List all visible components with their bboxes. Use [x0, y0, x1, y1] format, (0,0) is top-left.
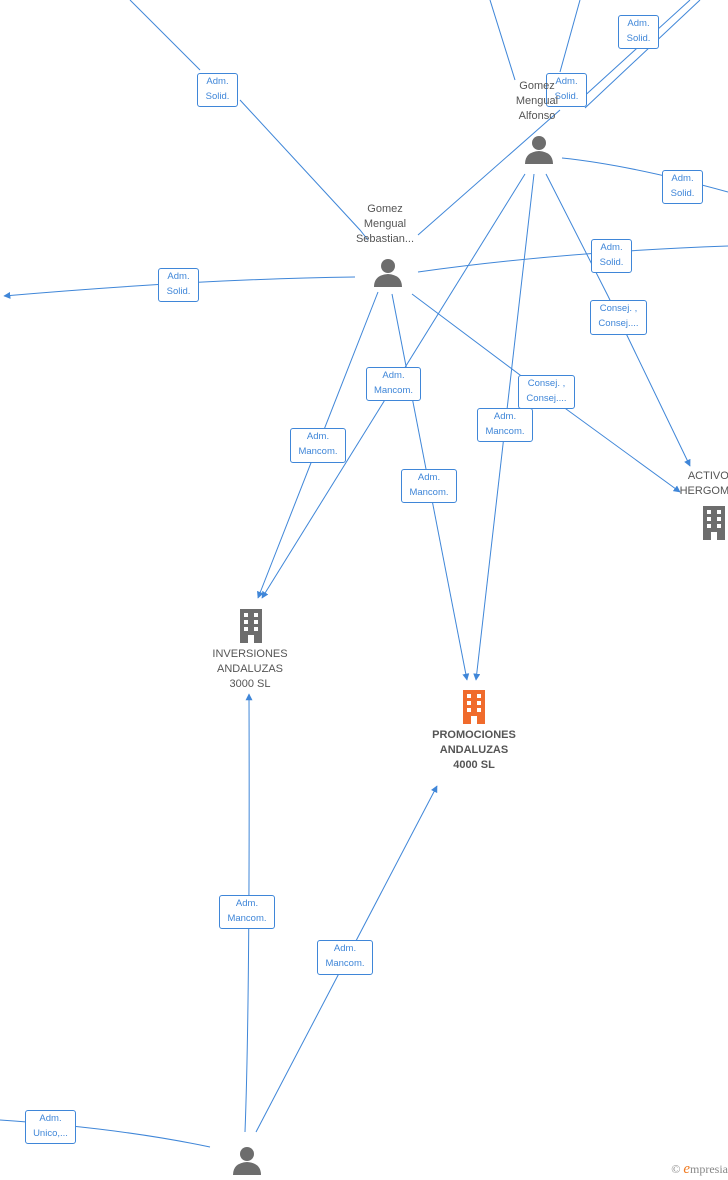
edge-label-adm-solid[interactable]: Adm.Solid.	[591, 239, 632, 273]
person-icon[interactable]	[232, 1145, 262, 1175]
person-icon[interactable]	[524, 134, 554, 164]
edge-label-adm-mancom[interactable]: Adm.Mancom.	[317, 940, 373, 975]
edge-label-adm-mancom[interactable]: Adm.Mancom.	[401, 469, 457, 503]
edge-label-consej[interactable]: Consej. ,Consej....	[518, 375, 575, 409]
edge-line	[239, 99, 369, 241]
building-icon-highlighted[interactable]	[460, 688, 488, 724]
edge-label-adm-mancom[interactable]: Adm.Mancom.	[219, 895, 275, 929]
edge-line	[244, 693, 253, 1133]
edge-line	[561, 157, 728, 193]
edge-line	[559, 0, 581, 73]
edge-label-consej[interactable]: Consej. ,Consej....	[590, 300, 647, 335]
edge-line	[584, 0, 701, 109]
edge-line	[579, 0, 691, 101]
building-icon[interactable]	[237, 607, 265, 643]
node-label-alfonso: Gomez Mengual Alfonso	[515, 80, 559, 122]
edge-label-adm-mancom[interactable]: Adm.Mancom.	[477, 408, 533, 442]
edge-label-adm-solid[interactable]: Adm.Solid.	[618, 15, 659, 49]
edge-label-adm-solid[interactable]: Adm.Solid.	[546, 73, 587, 107]
node-label-promociones: PROMOCIONES ANDALUZAS 4000 SL	[432, 729, 516, 771]
edge-line	[417, 109, 561, 236]
node-label-sebastian: Gomez Mengual Sebastian...	[355, 203, 415, 245]
edge-line	[489, 0, 516, 81]
edge-label-adm-unico[interactable]: Adm.Unico,...	[25, 1110, 76, 1144]
person-icon[interactable]	[373, 257, 403, 287]
edge-line	[545, 173, 691, 467]
edge-line	[417, 245, 728, 273]
building-icon[interactable]	[700, 504, 728, 540]
node-label-activos: ACTIVOS HERGOMEN	[679, 470, 728, 497]
edge-label-adm-solid[interactable]: Adm.Solid.	[197, 73, 238, 107]
edge-label-adm-solid[interactable]: Adm.Solid.	[158, 268, 199, 302]
node-label-inversiones: INVERSIONES ANDALUZAS 3000 SL	[212, 648, 288, 690]
edge-label-adm-mancom[interactable]: Adm.Mancom.	[366, 367, 421, 401]
brand-watermark: © empresia	[671, 1161, 728, 1177]
edge-line	[129, 0, 201, 71]
edge-label-adm-mancom[interactable]: Adm.Mancom.	[290, 428, 346, 463]
edge-label-adm-solid[interactable]: Adm.Solid.	[662, 170, 703, 204]
